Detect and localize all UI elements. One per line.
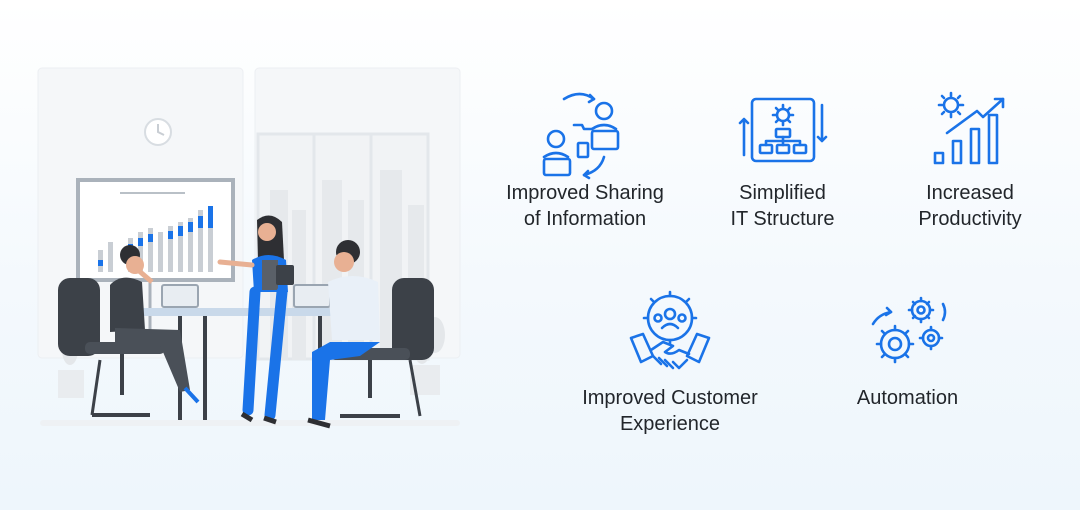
it-structure-icon: [738, 97, 827, 163]
laptop-icon: [161, 284, 199, 308]
team-meeting-illustration: [37, 67, 461, 429]
presentation-board: [76, 178, 235, 330]
benefit-information-sharing: Improved Sharing of Information: [480, 85, 690, 232]
benefit-label: Simplified IT Structure: [730, 182, 835, 230]
information-sharing-icon: [542, 92, 620, 180]
wall-clock-icon: [144, 118, 172, 146]
presenting-woman: [217, 215, 294, 425]
customer-handshake-icon: [629, 290, 711, 370]
laptop-icon: [293, 284, 331, 308]
benefit-label: Improved Customer Experience: [582, 387, 758, 435]
floor-line: [40, 420, 460, 426]
automation-gears-icon: [871, 296, 946, 364]
seated-woman: [110, 245, 200, 404]
benefit-it-structure: Simplified IT Structure: [700, 85, 865, 232]
productivity-growth-icon: [933, 91, 1005, 165]
benefit-productivity: Increased Productivity: [885, 85, 1055, 232]
benefit-label: Improved Sharing of Information: [506, 182, 664, 230]
benefit-automation: Automation: [825, 290, 990, 411]
benefit-customer-experience: Improved Customer Experience: [555, 290, 785, 437]
benefit-label: Automation: [856, 387, 959, 409]
seated-man: [307, 240, 380, 429]
benefit-label: Increased Productivity: [918, 182, 1022, 230]
